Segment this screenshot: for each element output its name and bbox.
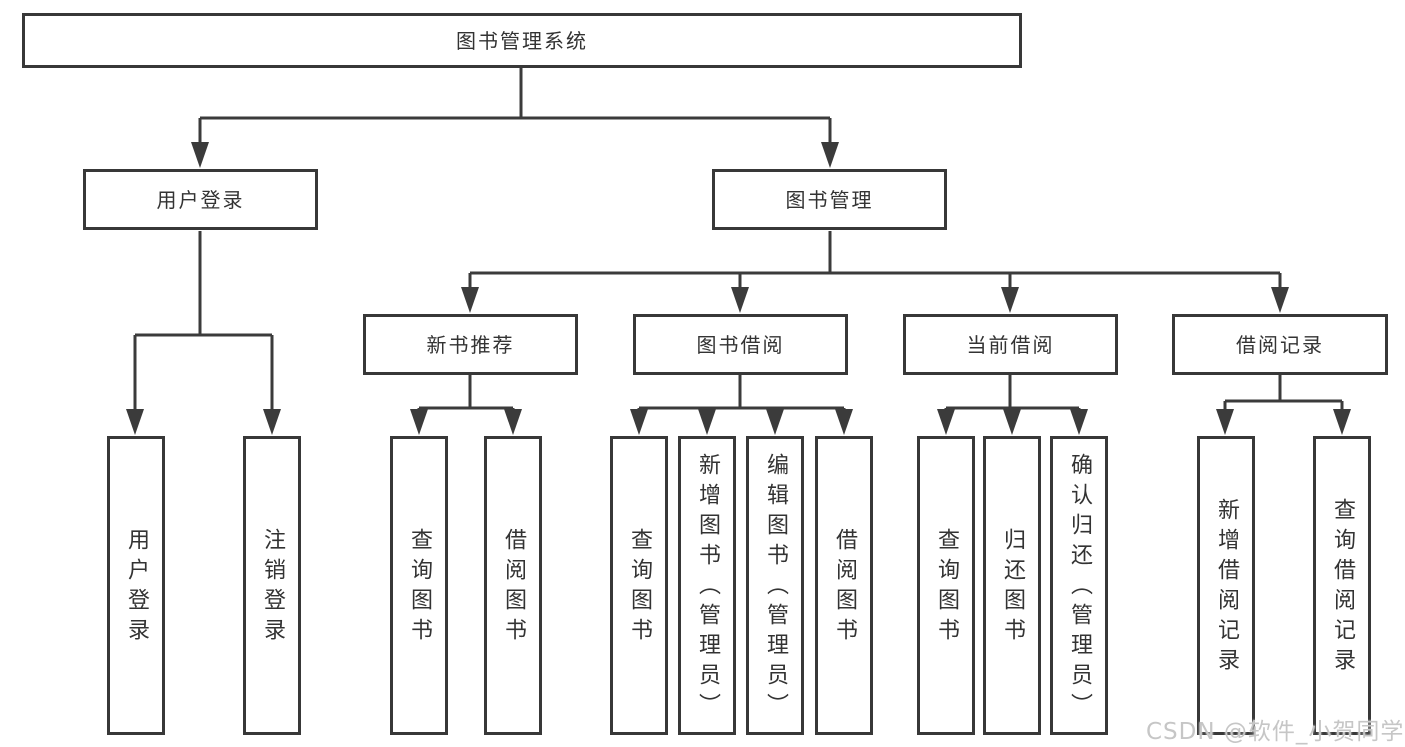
arrow-down-icon bbox=[1216, 409, 1234, 435]
arrow-down-icon bbox=[410, 409, 428, 435]
arrow-down-icon bbox=[937, 409, 955, 435]
leaf-borrow-query-books: 查询图书 bbox=[610, 436, 668, 735]
arrow-down-icon bbox=[698, 409, 716, 435]
leaf-current-query-books: 查询图书 bbox=[917, 436, 975, 735]
leaf-records-add-record: 新增借阅记录 bbox=[1197, 436, 1255, 735]
arrow-down-icon bbox=[1070, 409, 1088, 435]
arrowheads bbox=[126, 142, 1351, 435]
arrow-down-icon bbox=[1003, 409, 1021, 435]
node-user-login: 用户登录 bbox=[83, 169, 318, 230]
arrow-down-icon bbox=[821, 142, 839, 168]
leaf-recommend-query-books: 查询图书 bbox=[390, 436, 448, 735]
node-book-borrow: 图书借阅 bbox=[633, 314, 848, 375]
arrow-down-icon bbox=[1001, 287, 1019, 313]
leaf-borrow-add-books-admin: 新增图书（管理员） bbox=[678, 436, 736, 735]
leaf-current-confirm-return-admin: 确认归还（管理员） bbox=[1050, 436, 1108, 735]
arrow-down-icon bbox=[630, 409, 648, 435]
node-book-management: 图书管理 bbox=[712, 169, 947, 230]
node-borrow-records: 借阅记录 bbox=[1172, 314, 1388, 375]
leaf-user-login: 用户登录 bbox=[107, 436, 165, 735]
arrow-down-icon bbox=[1271, 287, 1289, 313]
leaf-records-query-record: 查询借阅记录 bbox=[1313, 436, 1371, 735]
arrow-down-icon bbox=[835, 409, 853, 435]
arrow-down-icon bbox=[191, 142, 209, 168]
csdn-watermark: CSDN @软件_小贺同学 bbox=[1146, 719, 1405, 745]
arrow-down-icon bbox=[766, 409, 784, 435]
leaf-current-return-books: 归还图书 bbox=[983, 436, 1041, 735]
arrow-down-icon bbox=[263, 409, 281, 435]
arrow-down-icon bbox=[126, 409, 144, 435]
leaf-recommend-borrow-books: 借阅图书 bbox=[484, 436, 542, 735]
node-root: 图书管理系统 bbox=[22, 13, 1022, 68]
leaf-borrow-borrow-books: 借阅图书 bbox=[815, 436, 873, 735]
arrow-down-icon bbox=[731, 287, 749, 313]
leaf-borrow-edit-books-admin: 编辑图书（管理员） bbox=[746, 436, 804, 735]
arrow-down-icon bbox=[1333, 409, 1351, 435]
node-current-borrow: 当前借阅 bbox=[903, 314, 1118, 375]
arrow-down-icon bbox=[504, 409, 522, 435]
arrow-down-icon bbox=[461, 287, 479, 313]
node-new-book-recommend: 新书推荐 bbox=[363, 314, 578, 375]
leaf-logout: 注销登录 bbox=[243, 436, 301, 735]
